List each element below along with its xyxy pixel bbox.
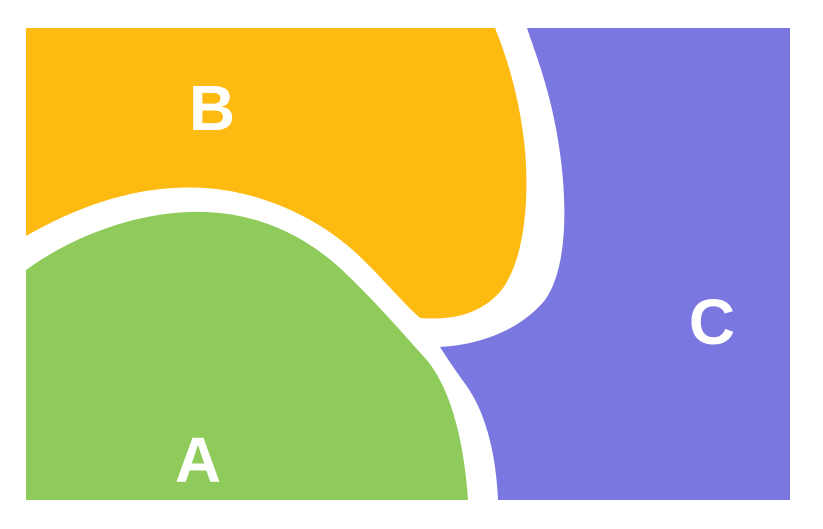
region-c-shape [440,28,790,500]
region-b-shape [26,28,527,319]
region-a-label: A [175,424,221,496]
region-a-shape [26,211,468,500]
region-b-label: B [189,72,235,144]
region-c-label: C [689,286,735,358]
